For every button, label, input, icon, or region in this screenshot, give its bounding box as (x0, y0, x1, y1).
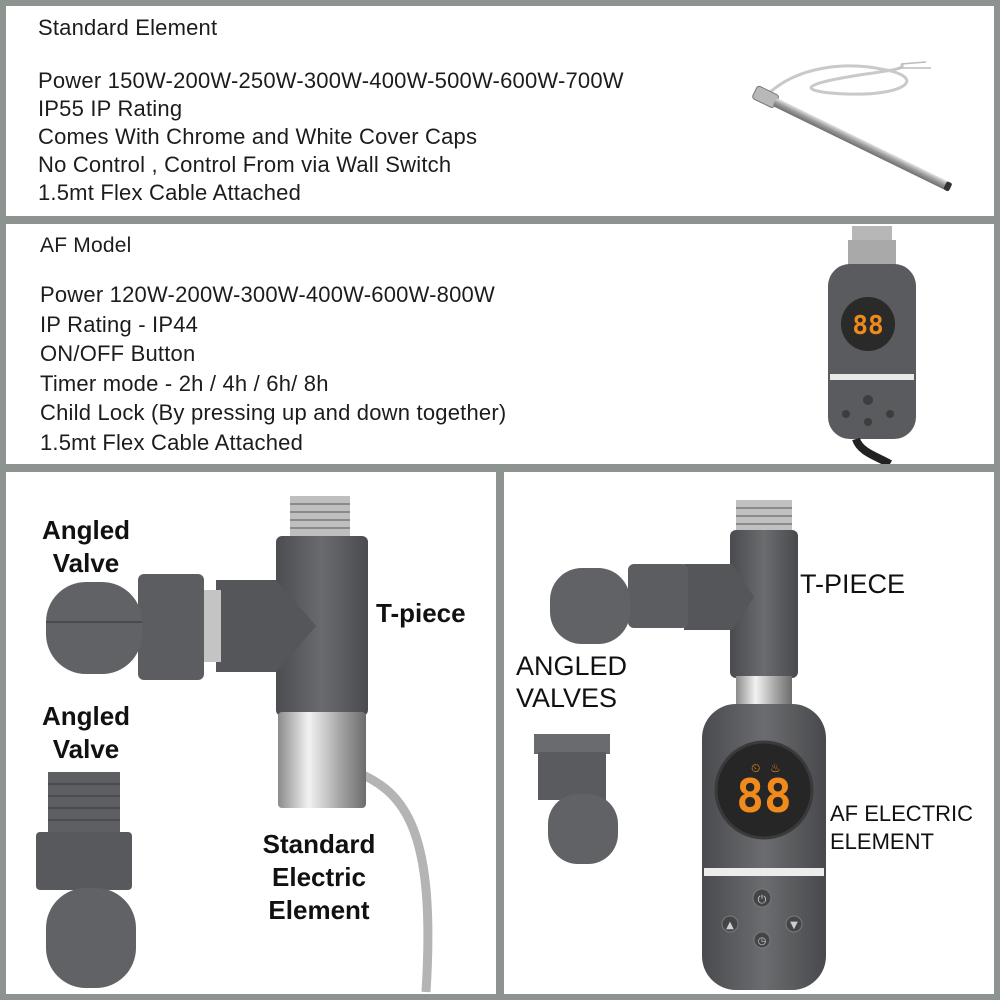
label-line: Angled (41, 701, 131, 731)
standard-assembly-image (36, 496, 433, 993)
standard-specs-list: Power 150W-200W-250W-300W-400W-500W-600W… (38, 67, 624, 207)
t-piece-label-caps: T-PIECE (800, 569, 906, 599)
t-piece-label: T-piece (376, 598, 466, 628)
label-line: ANGLED (516, 651, 628, 681)
label-line: Valve (52, 548, 120, 578)
spec-line: IP Rating - IP44 (40, 311, 199, 337)
af-model-panel: AF Model Power 120W-200W-300W-400W-600W-… (6, 224, 994, 464)
label-line: Element (268, 895, 370, 925)
up-arrow-icon: ▲ (726, 920, 734, 931)
power-icon: ⏻ (758, 893, 767, 906)
label-line: Angled (41, 515, 131, 545)
spec-line: Comes With Chrome and White Cover Caps (38, 124, 478, 149)
spec-line: Power 150W-200W-250W-300W-400W-500W-600W… (38, 68, 624, 93)
standard-assembly-panel: Angled Valve T-piece Angled Valve Standa… (6, 472, 496, 994)
af-model-title: AF Model (40, 234, 132, 257)
timer-icon: ⏲ (751, 761, 760, 775)
label-line: Valve (52, 734, 120, 764)
spec-line: 1.5mt Flex Cable Attached (38, 180, 302, 205)
spec-line: IP55 IP Rating (38, 96, 183, 121)
angled-valves-label: ANGLED VALVES (516, 650, 627, 714)
label-line: VALVES (516, 683, 618, 713)
angled-valve-label-2: Angled Valve (32, 700, 140, 766)
label-line: AF ELECTRIC (830, 801, 974, 826)
spec-line: Power 120W-200W-300W-400W-600W-800W (40, 282, 495, 307)
spec-line: Timer mode - 2h / 4h / 6h/ 8h (40, 370, 329, 396)
label-line: Electric (272, 862, 366, 892)
heat-icon: ♨ (770, 761, 781, 775)
spec-line: ON/OFF Button (40, 341, 196, 366)
af-electric-element-label: AF ELECTRIC ELEMENT (830, 800, 973, 856)
down-arrow-icon: ▼ (790, 920, 798, 931)
af-element-image: 88 (828, 226, 916, 464)
display-digits-small: 88 (852, 311, 883, 341)
spec-line: Child Lock (By pressing up and down toge… (40, 400, 507, 425)
display-digits-large: 88 (736, 769, 791, 823)
af-assembly-panel: ⏲ ♨ 88 ⏻ ▲ ▼ ◷ T-PIECE ANGLED VALVES AF … (504, 472, 994, 994)
standard-element-title: Standard Element (38, 15, 218, 40)
af-assembly-image: ⏲ ♨ 88 ⏻ ▲ ▼ ◷ (534, 500, 826, 990)
label-line: Standard (262, 829, 376, 859)
standard-element-image (752, 61, 952, 192)
label-line: ELEMENT (830, 829, 934, 854)
spec-line: 1.5mt Flex Cable Attached (40, 429, 304, 455)
spec-line: No Control , Control From via Wall Switc… (38, 152, 452, 177)
standard-electric-element-label: Standard Electric Element (254, 828, 384, 927)
standard-element-panel: Standard Element Power 150W-200W-250W-30… (6, 6, 994, 216)
clock-icon: ◷ (758, 936, 767, 947)
af-specs-list: Power 120W-200W-300W-400W-600W-800W IP R… (40, 280, 506, 457)
angled-valve-label-1: Angled Valve (32, 514, 140, 580)
